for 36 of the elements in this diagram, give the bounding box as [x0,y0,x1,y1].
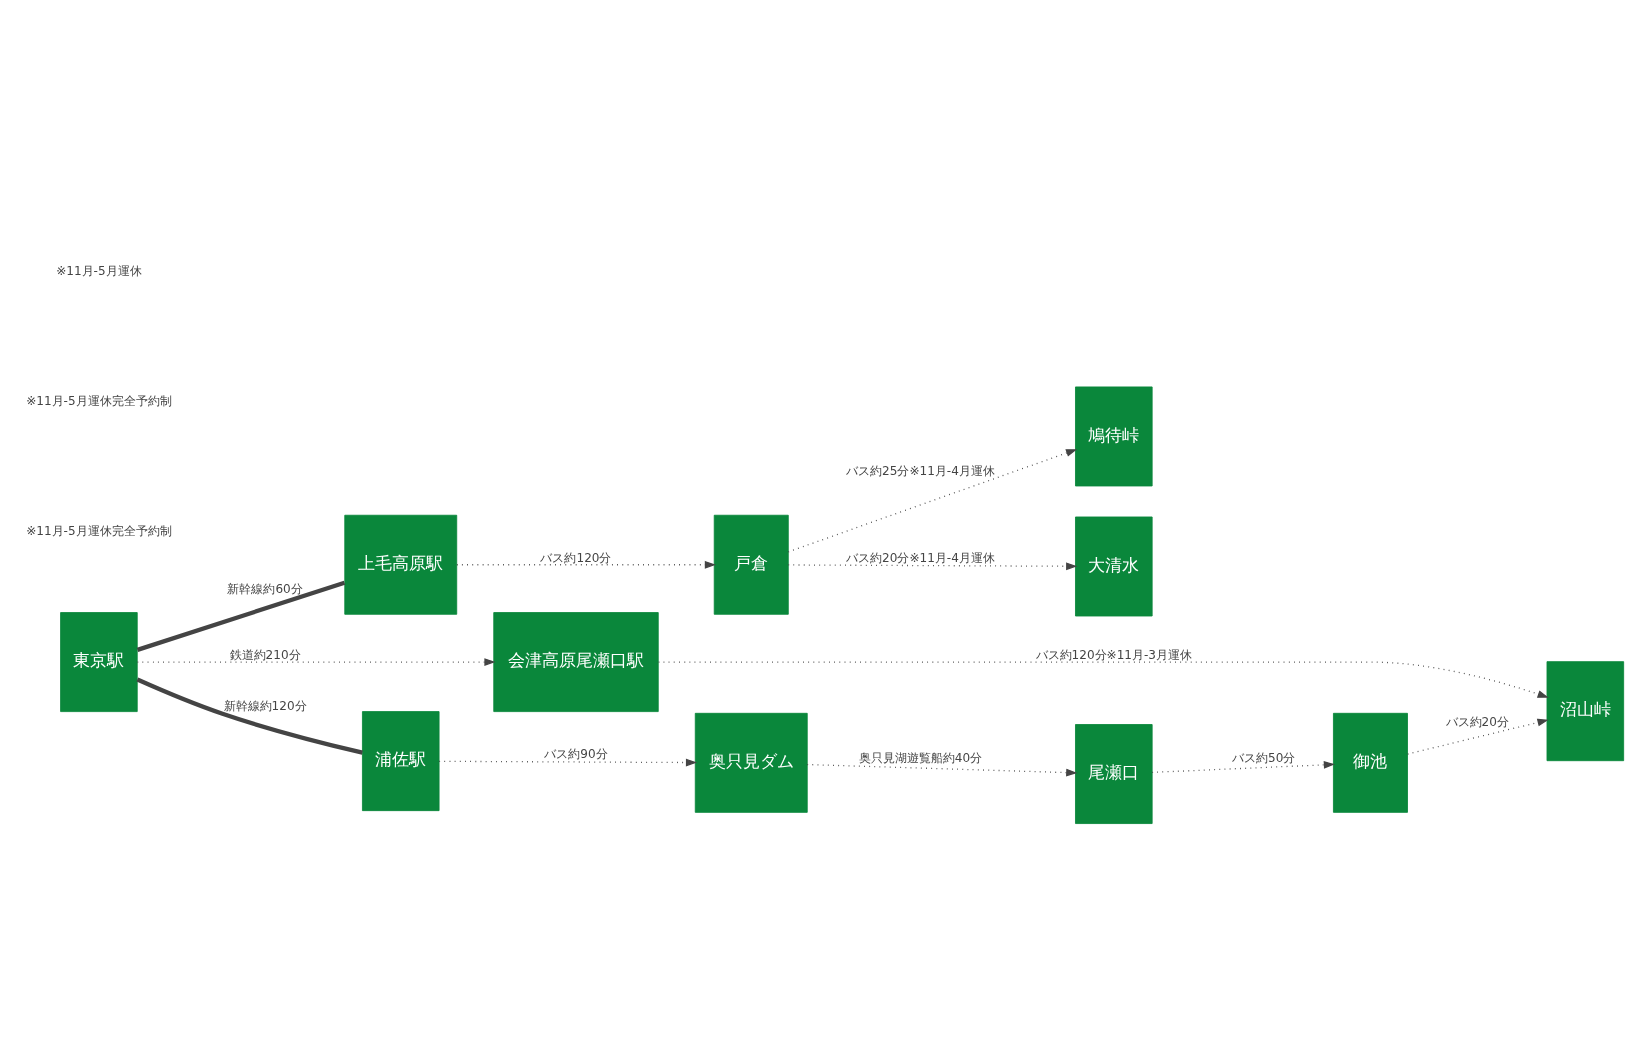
edge-label: 奥只見湖遊覧船約40分 [858,751,983,766]
edge-label: 新幹線約60分 [227,582,303,597]
arrow [787,562,1078,571]
label: ※11月-5月運休完全予約制 [26,524,172,539]
node-box: 奥只見ダム [694,712,808,813]
arrow [1151,760,1336,774]
arrow [806,763,1078,777]
node-box: 戸倉 [713,514,789,615]
node-box: 尾瀬口 [1075,724,1153,824]
node-box: 上毛高原駅 [344,514,458,615]
connector [136,677,363,755]
edge-label: バス約120分 [540,550,612,565]
arrow [1407,718,1549,755]
edge-label: バス約20分※11月-4月運休 [846,551,995,566]
edge-label: 鉄道約210分 [229,647,301,662]
edge-label: バス約50分 [1231,751,1296,766]
node-box: 会津高原尾瀬口駅 [493,612,659,713]
label: ※11月-5月運休完全予約制 [26,394,172,409]
edge-label: 新幹線約120分 [223,699,307,714]
edge-label: バス約120分※11月-3月運休 [1035,647,1193,662]
edge-label: バス約90分 [544,746,608,761]
arrow [657,661,1549,698]
node-box: 浦佐駅 [362,711,440,812]
arrow [438,758,698,767]
node-box: 沼山峠 [1546,661,1625,762]
edge-label: バス約20分 [1445,714,1509,729]
node-box: 大清水 [1075,516,1153,617]
label: ※11月-5月運休 [56,264,142,279]
node-box: 東京駅 [60,612,138,713]
arrow [136,658,496,666]
node-box: 御池 [1333,712,1408,813]
arrow [787,449,1078,553]
node-box: 鳩待峠 [1075,386,1153,487]
connector [136,580,346,652]
arrow [456,560,717,569]
edge-label: バス約25分※11月-4月運休 [846,464,995,479]
